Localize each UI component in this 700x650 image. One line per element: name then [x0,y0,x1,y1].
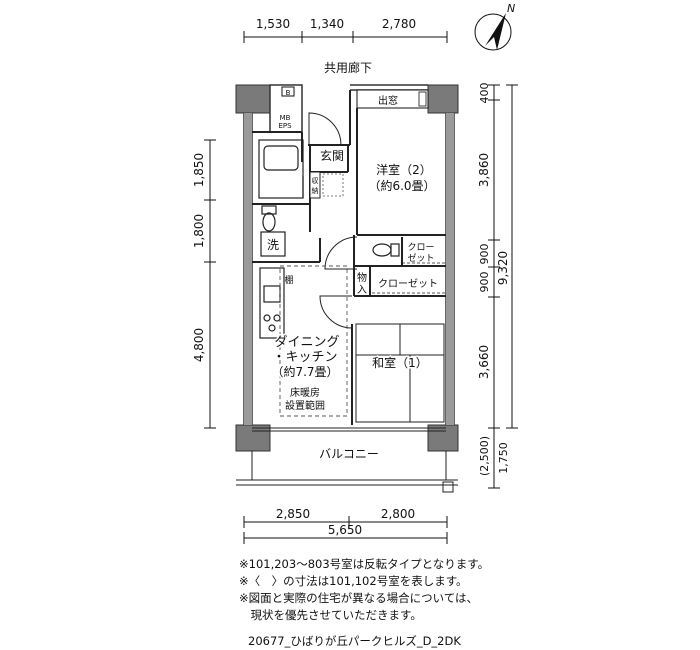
wash-box [260,231,286,257]
note-4: 現状を優先させていただきます。 [239,608,422,622]
dim-right-total: 9,320 [496,251,510,285]
closet-top-label-1: クロー [407,242,434,253]
corridor-label: 共用廊下 [324,60,372,75]
top-dimensions [243,31,448,43]
western-room-label: 洋室（2） [376,162,432,177]
dk-label-2: ・キッチン [272,350,337,365]
toilet-icon [261,205,277,232]
entrance-door-swing [308,112,342,146]
dim-right-2500: (2,500) [478,436,491,476]
genkan-label: 玄関 [320,148,344,163]
balcony-label: バルコニー [319,447,379,461]
note-3: ※図面と実際の住宅が異なる場合については、 [239,591,479,605]
dim-left-3: 4,800 [192,328,206,362]
floor-heating-label-2: 設置範囲 [285,399,325,412]
bay-window-label: 出窓 [378,94,398,107]
dk-size: （約7.7畳） [271,364,338,379]
north-label: N [507,2,515,15]
dim-right-3860: 3,860 [477,153,491,187]
wash-label: 洗 [267,238,279,252]
notes: ※101,203〜803号室は反転タイプとなります。 ※〈 〉の寸法は101,1… [239,556,489,624]
bay-window-corner [418,91,427,107]
japanese-room-door-swing [319,295,353,329]
tatami-mats [355,323,445,423]
dim-right-3660: 3,660 [477,345,491,379]
dk-label-1: ダイニング [274,335,339,350]
storage-label-1: 物 [357,271,367,284]
unit-bath [258,139,304,199]
note-2: ※〈 〉の寸法は101,102号室を表します。 [239,574,468,588]
floor-heating-label-1: 床暖房 [290,386,320,399]
wall-fill [244,113,454,425]
floor-heating-area [279,265,348,417]
dim-left-1: 1,850 [192,153,206,187]
shelf-label: 棚 [284,274,293,286]
dim-right-900b: 900 [478,272,491,293]
closet-top-label-2: ゼット [407,252,434,264]
balcony [236,427,458,493]
toilet-room [372,243,400,257]
dim-bottom-1: 2,850 [276,507,310,521]
dim-top-3: 2,780 [382,17,416,31]
dim-right-900a: 900 [478,244,491,265]
shoe-cabinet [322,173,344,197]
closet-label: クローゼット [378,278,438,290]
note-1: ※101,203〜803号室は反転タイプとなります。 [239,557,490,571]
storage-label-2: 入 [357,285,367,296]
dim-right-400: 400 [478,83,491,104]
bottom-dimensions [243,516,448,544]
compass: N [474,2,515,51]
shuno-label-2: 納 [312,186,319,195]
plan-caption: 20677_ひばりが丘パークヒルズ_D_2DK [248,634,461,648]
interior-walls [252,90,446,425]
dim-right-1750: 1,750 [497,442,510,474]
compass-ring [474,13,512,51]
dim-top-2: 1,340 [310,17,344,31]
dim-bottom-total: 5,650 [328,523,362,537]
mb-eps-box [281,86,295,97]
right-dimensions [488,84,518,489]
b-label: B [286,89,291,97]
north-arrow-icon [485,13,506,50]
japanese-room-label: 和室（1） [372,355,428,370]
structural-columns [235,84,459,452]
eps-label: EPS [278,122,292,130]
dim-bottom-2: 2,800 [381,507,415,521]
western-room-size: （約6.0畳） [368,178,435,193]
shuno-label-1: 収 [312,177,319,185]
western-room-door-swing [324,236,358,270]
left-dimensions [204,139,216,429]
shuno-box [309,171,321,199]
dim-top-1: 1,530 [256,17,290,31]
dim-left-2: 1,800 [192,214,206,248]
mb-label: MB [280,114,291,122]
bay-window [356,89,429,109]
